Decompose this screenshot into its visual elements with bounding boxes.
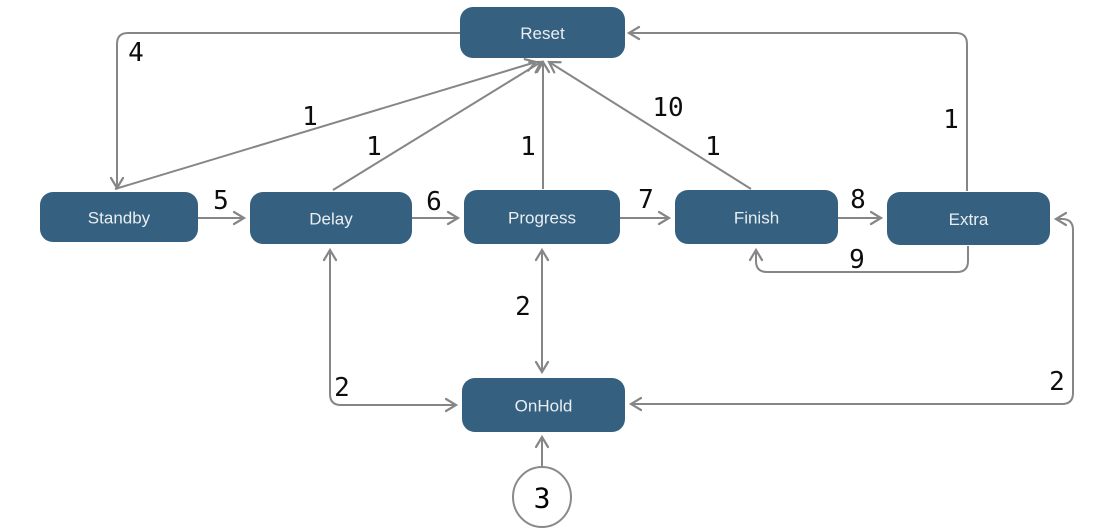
edge-label-onhold-extra: 2 — [1049, 367, 1065, 397]
node-label-standby: Standby — [88, 209, 151, 228]
edge-label-standby-reset: 1 — [302, 102, 318, 132]
edge-delay-reset — [332, 60, 543, 191]
node-label-reset: Reset — [520, 24, 565, 43]
node-label-progress: Progress — [508, 209, 576, 228]
edge-reset-standby — [109, 32, 460, 191]
node-onhold: OnHold — [462, 378, 625, 432]
edges — [109, 25, 1074, 466]
node-extra: Extra — [887, 192, 1050, 245]
node-label-finish: Finish — [734, 209, 779, 228]
edge-extra-reset — [626, 25, 968, 191]
edge-label-progress-onhold: 2 — [515, 292, 531, 322]
edge-label-extra-finish: 9 — [849, 245, 865, 275]
edge-label-finish-extra: 8 — [850, 185, 866, 215]
node-finish: Finish — [675, 190, 838, 244]
edge-labels: 4 1 1 1 10 1 1 5 6 7 8 9 2 2 2 — [128, 38, 1065, 403]
edge-label-progress-reset: 1 — [520, 132, 536, 162]
node-box-reset — [460, 7, 625, 58]
edge-onhold-extra — [628, 211, 1074, 412]
node-delay: Delay — [250, 192, 412, 244]
node-box-extra — [887, 192, 1050, 245]
node-label-extra: Extra — [949, 210, 989, 229]
node-box-standby — [40, 192, 198, 242]
edge-label-delay-reset: 1 — [366, 132, 382, 162]
edge-finish-reset — [547, 60, 752, 190]
node-progress: Progress — [464, 190, 620, 244]
edge-label-standby-delay: 5 — [213, 186, 229, 216]
edge-label-progress-finish: 7 — [638, 185, 654, 215]
node-box-finish — [675, 190, 838, 244]
node-label-onhold: OnHold — [515, 397, 573, 416]
node-box-onhold — [462, 378, 625, 432]
edge-standby-reset — [114, 58, 539, 190]
edge-label-finish-reset-1: 1 — [705, 132, 721, 162]
edge-label-extra-reset: 1 — [943, 105, 959, 135]
initial-state-label: 3 — [534, 482, 551, 515]
edge-delay-onhold — [322, 247, 459, 413]
node-standby: Standby — [40, 192, 198, 242]
initial-state-circle — [512, 466, 572, 528]
edge-label-delay-onhold: 2 — [334, 373, 350, 403]
edge-label-reset-standby: 4 — [128, 38, 144, 68]
node-reset: Reset — [460, 7, 625, 58]
node-box-progress — [464, 190, 620, 244]
node-label-delay: Delay — [309, 210, 353, 229]
node-initial: 3 — [512, 466, 572, 528]
edge-label-finish-reset: 10 — [652, 93, 683, 123]
edge-label-delay-progress: 6 — [426, 187, 442, 217]
node-box-delay — [250, 192, 412, 244]
